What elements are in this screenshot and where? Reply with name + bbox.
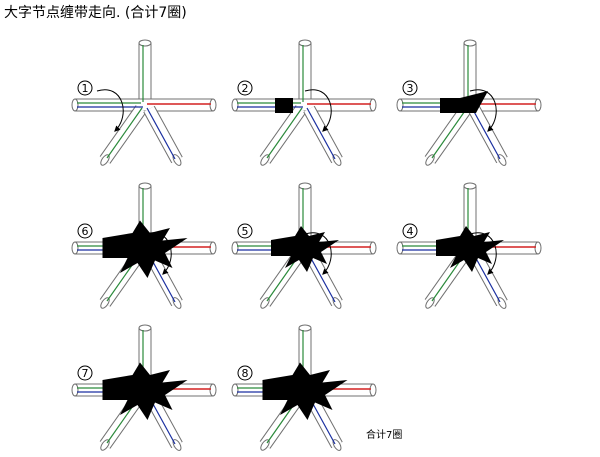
- tape-wrap-star: [102, 362, 188, 420]
- step-label: 6: [82, 225, 89, 238]
- vertical-pipe-cap: [463, 182, 477, 190]
- green-line-leg: [106, 107, 143, 159]
- node-panel-7: 7: [71, 324, 217, 451]
- lower-right-cap: [172, 439, 182, 451]
- vertical-pipe-cap: [298, 324, 312, 332]
- step-label-circle: [77, 365, 93, 381]
- node-panel-4: 4: [396, 182, 542, 309]
- left-pipe-cap: [231, 383, 239, 397]
- green-line-leg: [431, 107, 468, 159]
- step-label-circle: [237, 365, 253, 381]
- right-pipe-cap: [369, 98, 377, 112]
- step-label-circle: [402, 223, 418, 239]
- node-panel-2: 2: [231, 39, 377, 166]
- left-pipe-cap: [231, 98, 239, 112]
- winding-arrow: [304, 232, 332, 275]
- step-label: 7: [82, 367, 89, 380]
- step-label: 5: [242, 225, 249, 238]
- right-pipe-cap: [534, 98, 542, 112]
- winding-arrow: [304, 89, 332, 132]
- left-pipe-cap: [396, 98, 404, 112]
- left-pipe-cap: [71, 98, 79, 112]
- vertical-pipe-cap: [298, 182, 312, 190]
- blue-line-leg: [306, 107, 336, 160]
- blue-line-leg: [471, 107, 501, 160]
- right-pipe-cap: [209, 98, 217, 112]
- winding-arrow: [469, 232, 497, 275]
- tape-wrap: [275, 98, 293, 113]
- lower-right-pipe-body: [469, 249, 507, 306]
- step-label-circle: [237, 223, 253, 239]
- lower-right-pipe-body: [304, 106, 342, 163]
- tape-wrap-diagonal: [460, 91, 488, 113]
- step-label-circle: [402, 80, 418, 96]
- tape-wrap: [440, 98, 462, 113]
- lower-right-cap: [332, 439, 342, 451]
- winding-arrow: [469, 89, 497, 132]
- step-label-circle: [77, 80, 93, 96]
- lower-right-cap: [172, 154, 182, 166]
- vertical-pipe-cap: [463, 39, 477, 47]
- right-pipe-cap: [369, 241, 377, 255]
- right-pipe-cap: [534, 241, 542, 255]
- lower-right-cap: [332, 154, 342, 166]
- page-title: 大字节点缠带走向. (合计7圈): [4, 5, 187, 21]
- right-pipe-cap: [209, 383, 217, 397]
- right-pipe-cap: [209, 241, 217, 255]
- node-panel-8: 8: [231, 324, 377, 451]
- step-label-circle: [77, 223, 93, 239]
- step-label: 3: [407, 82, 414, 95]
- tape-wrap-star: [271, 226, 339, 272]
- node-panel-5: 5: [231, 182, 377, 309]
- lower-right-cap: [172, 297, 182, 309]
- tape-wrap-star: [262, 362, 348, 420]
- vertical-pipe-cap: [298, 39, 312, 47]
- step-label: 8: [242, 367, 249, 380]
- blue-line-leg: [146, 107, 176, 160]
- vertical-pipe-cap: [138, 39, 152, 47]
- node-panel-3: 3: [396, 39, 542, 166]
- winding-arrow: [144, 232, 172, 275]
- step-label: 1: [82, 82, 89, 95]
- green-line-leg: [266, 107, 303, 159]
- left-pipe-cap: [71, 383, 79, 397]
- step-label-circle: [237, 80, 253, 96]
- left-pipe-cap: [396, 241, 404, 255]
- footnote: 合计7圈: [366, 430, 403, 441]
- lower-right-pipe-body: [469, 106, 507, 163]
- node-panel-6: 6: [71, 182, 217, 309]
- lower-right-pipe-body: [144, 106, 182, 163]
- left-pipe-cap: [231, 241, 239, 255]
- tape-wrap-star: [436, 226, 504, 272]
- vertical-pipe-cap: [138, 324, 152, 332]
- lower-right-cap: [332, 297, 342, 309]
- tape-wrap-star: [102, 220, 188, 278]
- step-label: 4: [407, 225, 414, 238]
- winding-arrow: [96, 89, 124, 132]
- left-pipe-cap: [71, 241, 79, 255]
- vertical-pipe-cap: [138, 182, 152, 190]
- lower-right-pipe-body: [304, 249, 342, 306]
- step-label: 2: [242, 82, 249, 95]
- lower-right-cap: [497, 297, 507, 309]
- node-panel-1: 1: [71, 39, 217, 166]
- lower-right-cap: [497, 154, 507, 166]
- right-pipe-cap: [369, 383, 377, 397]
